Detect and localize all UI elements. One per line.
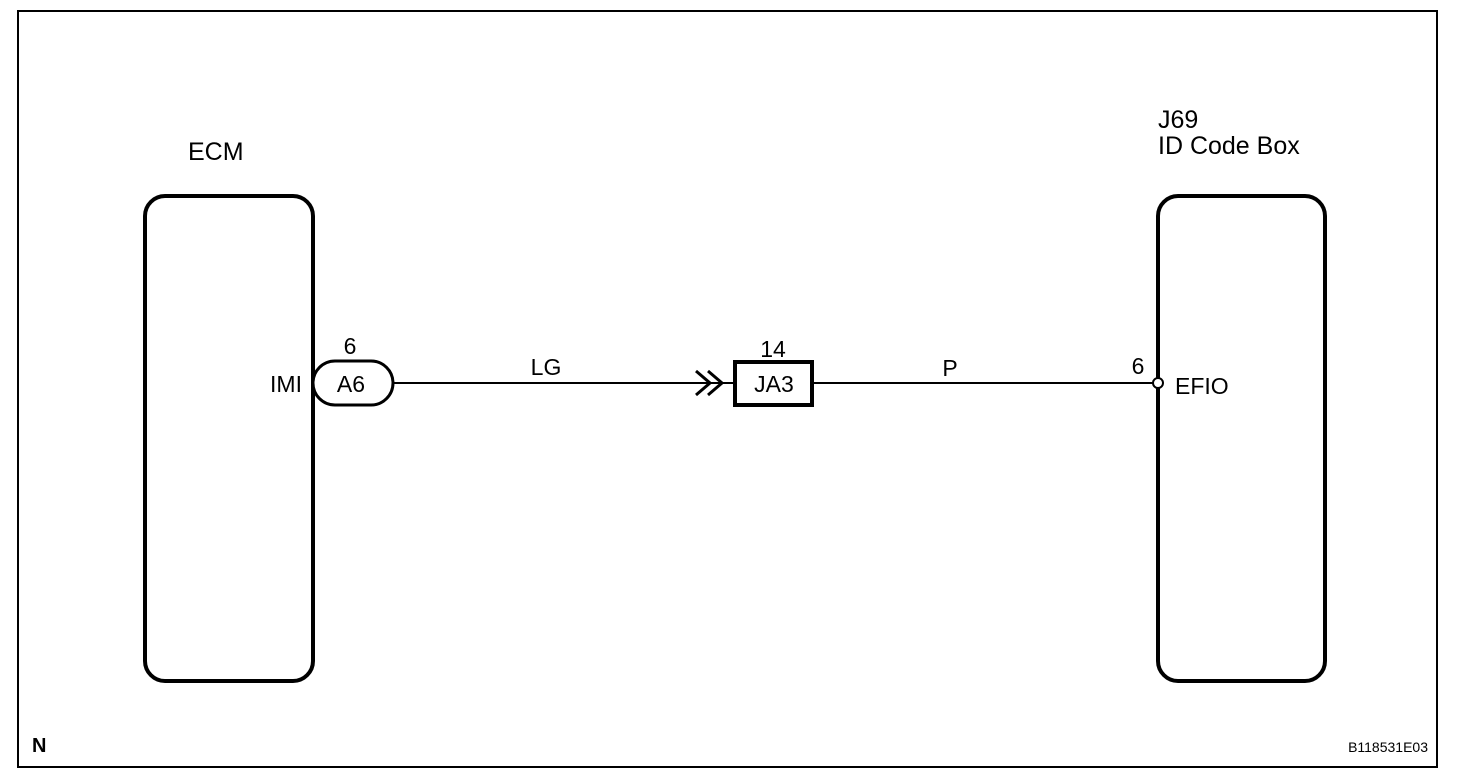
junction-id: JA3 <box>754 371 794 397</box>
junction-connector <box>733 360 814 407</box>
ecm-label: ECM <box>188 138 244 166</box>
junction-connector-chevron <box>695 369 725 397</box>
figure-code: B118531E03 <box>1348 739 1428 755</box>
footer-left-mark: N <box>32 735 46 757</box>
ecm-connector-pin-number: 6 <box>344 333 357 359</box>
id-code-box-part-code: J69 <box>1158 106 1198 134</box>
id-code-box-terminal <box>1152 377 1164 389</box>
ecm-connector-id: A6 <box>337 371 365 397</box>
wire-p-color-code: P <box>942 355 957 381</box>
id-code-box <box>1156 194 1327 683</box>
ecm-box <box>143 194 315 683</box>
id-code-box-label: ID Code Box <box>1158 132 1300 160</box>
id-code-box-pin-number: 6 <box>1132 353 1145 379</box>
ecm-pin-name: IMI <box>270 371 302 397</box>
id-code-box-pin-name: EFIO <box>1175 373 1229 399</box>
wire-lg-color-code: LG <box>531 354 562 380</box>
diagram-frame <box>17 10 1438 768</box>
junction-pin-number: 14 <box>760 336 786 362</box>
